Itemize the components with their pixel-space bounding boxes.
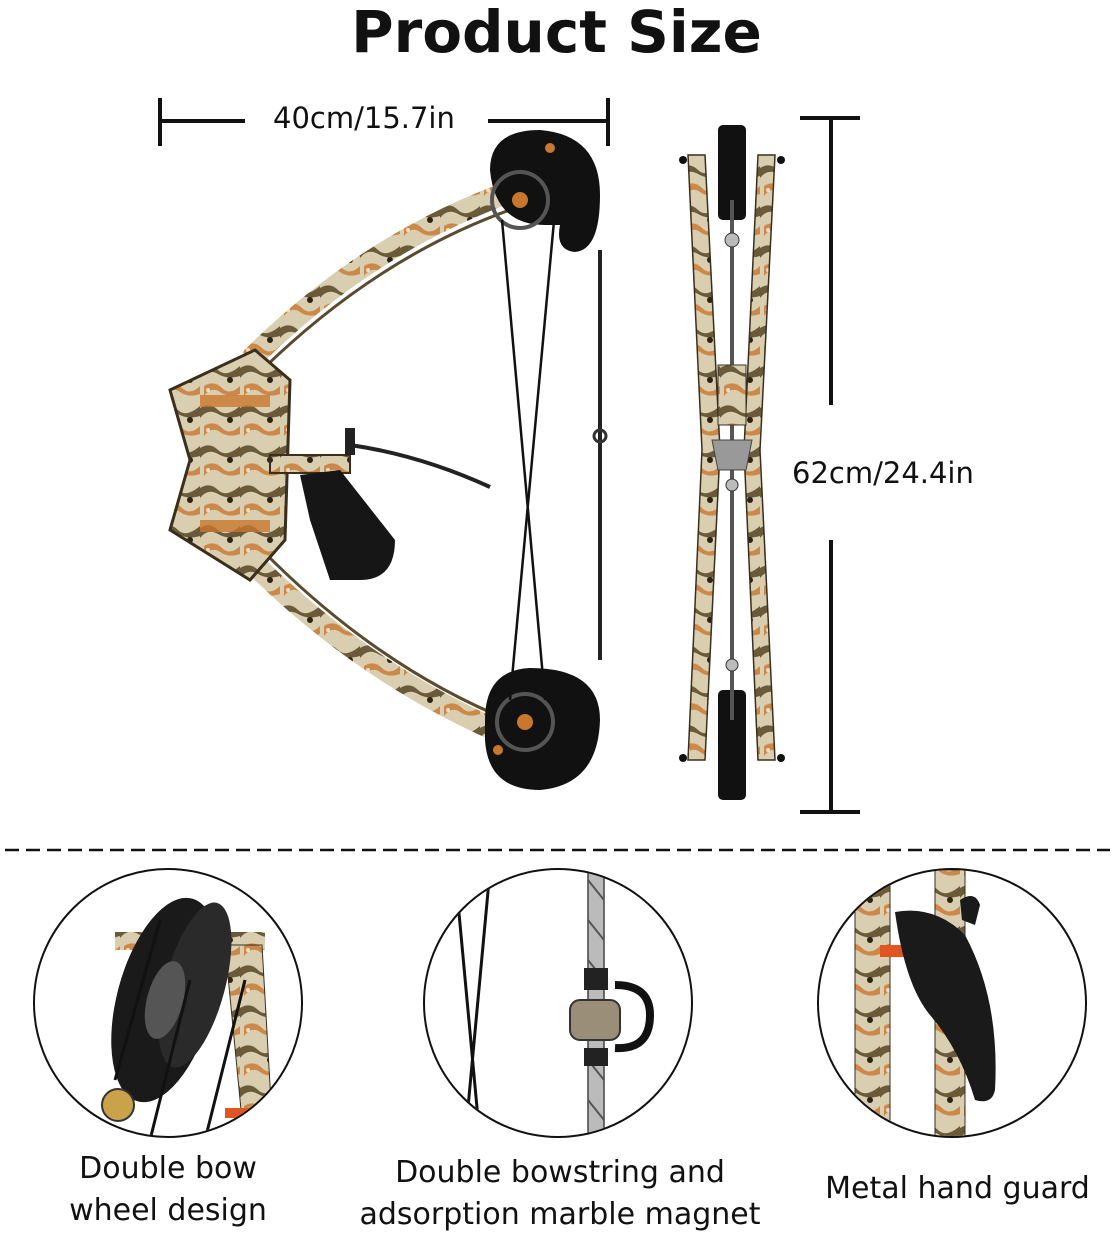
width-dimension-label: 40cm/15.7in xyxy=(273,101,455,135)
caption-bowstring-magnet: Double bowstring and adsorption marble m… xyxy=(330,1152,790,1236)
feature-bow-wheel-closeup xyxy=(33,868,303,1138)
caption-line: adsorption marble magnet xyxy=(359,1197,761,1232)
feature-hand-guard-closeup xyxy=(817,868,1087,1138)
caption-line: Double bowstring and xyxy=(395,1155,725,1190)
bow-front-view xyxy=(679,125,785,800)
caption-line: Double bow xyxy=(79,1151,257,1186)
caption-bow-wheel: Double bow wheel design xyxy=(38,1148,298,1232)
feature-bowstring-magnet-closeup xyxy=(423,868,693,1138)
caption-line: wheel design xyxy=(69,1193,267,1228)
caption-hand-guard: Metal hand guard xyxy=(805,1168,1110,1210)
page-title: Product Size xyxy=(351,0,762,66)
top-cam-icon xyxy=(490,130,600,252)
bottom-cam-icon xyxy=(485,668,600,790)
caption-line: Metal hand guard xyxy=(825,1171,1090,1206)
height-dimension-label: 62cm/24.4in xyxy=(792,456,974,490)
height-dimension-line xyxy=(800,116,860,814)
width-dimension-line xyxy=(158,98,610,146)
bow-side-view xyxy=(168,130,608,790)
